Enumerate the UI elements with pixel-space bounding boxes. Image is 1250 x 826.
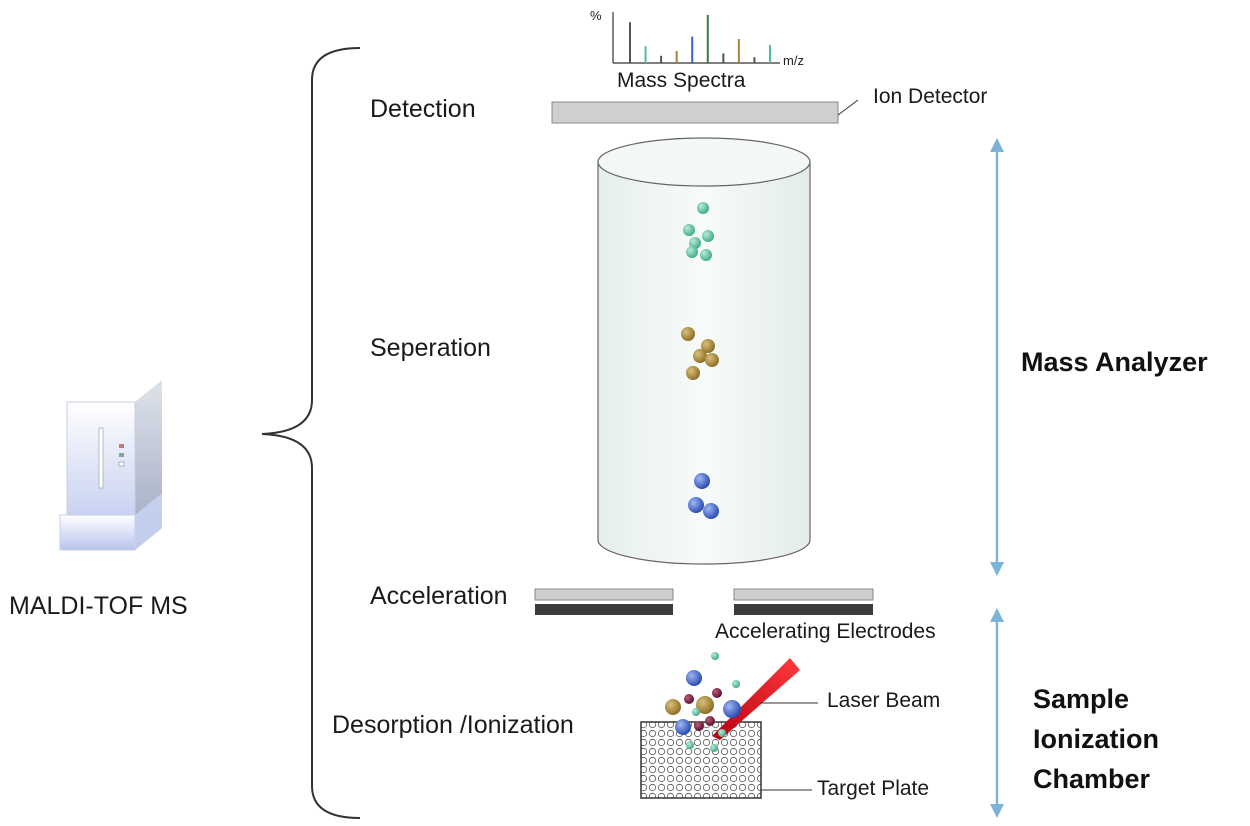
ion-detector-bar xyxy=(551,101,839,124)
ion-detector-leader xyxy=(837,99,859,116)
accelerating-electrodes-label: Accelerating Electrodes xyxy=(715,620,936,643)
medium-ion-cluster xyxy=(681,327,719,380)
ionization-chamber-label-line-1: Sample xyxy=(1033,684,1130,714)
flight-tube xyxy=(597,137,811,565)
target-plate xyxy=(640,721,762,799)
ionization-chamber-label-line-2: Ionization xyxy=(1033,724,1159,754)
spectrum-y-axis-label: % xyxy=(590,8,602,23)
accelerating-electrodes xyxy=(534,588,874,615)
maldi-instrument-illustration xyxy=(59,380,162,551)
mass-analyzer-span-arrow xyxy=(990,138,1004,576)
mass-spectra-label: Mass Spectra xyxy=(617,69,746,92)
spectrum-x-axis-label: m/z xyxy=(783,53,804,68)
desorbed-ion-plume xyxy=(665,652,741,752)
ion-detector-label: Ion Detector xyxy=(873,85,988,108)
laser-beam xyxy=(712,658,800,740)
stage-separation-label: Seperation xyxy=(370,334,491,362)
light-ion-cluster xyxy=(683,202,714,261)
mass-spectrum-plot xyxy=(612,12,780,64)
heavy-ion-cluster xyxy=(688,473,719,519)
ionization-chamber-label-line-3: Chamber xyxy=(1033,764,1151,794)
target-plate-label: Target Plate xyxy=(817,777,930,800)
mass-analyzer-label: Mass Analyzer xyxy=(1021,347,1208,377)
stage-brace xyxy=(261,47,361,819)
stage-desorption-label: Desorption /Ionization xyxy=(332,711,574,739)
laser-beam-label: Laser Beam xyxy=(827,689,941,712)
instrument-label: MALDI-TOF MS xyxy=(9,592,188,620)
ionization-chamber-span-arrow xyxy=(990,608,1004,818)
stage-detection-label: Detection xyxy=(370,95,476,123)
stage-acceleration-label: Acceleration xyxy=(370,582,508,610)
